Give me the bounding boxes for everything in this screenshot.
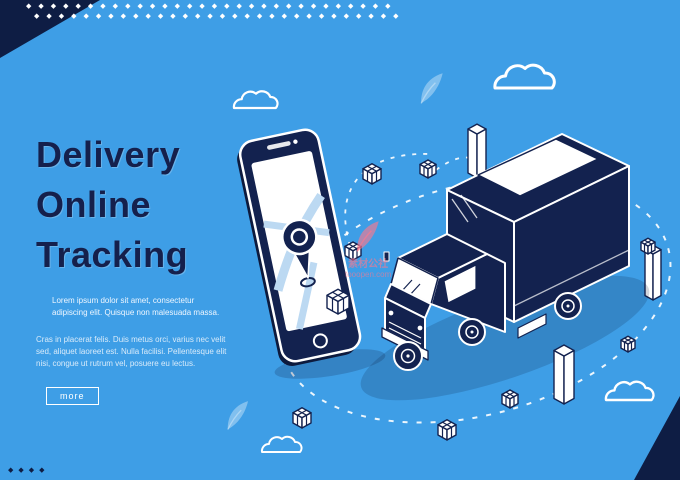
phone-camera	[293, 139, 298, 144]
more-button[interactable]: more	[46, 387, 99, 405]
hero-title-line: Tracking	[36, 234, 189, 275]
pillar-icon	[553, 344, 575, 405]
delivery-box-icon	[362, 163, 382, 185]
diamond-pattern-row-2: ◆◆◆◆◆◆◆◆◆◆◆◆◆◆◆◆◆◆◆◆◆◆◆◆◆◆◆◆◆◆	[34, 13, 406, 20]
feather-watermark-icon	[415, 72, 449, 111]
delivery-box-icon	[437, 419, 457, 441]
wheel	[554, 292, 582, 320]
pillar-icon	[467, 123, 487, 179]
watermark-brand: 素材公社	[348, 259, 389, 270]
delivery-box-icon	[419, 159, 437, 179]
wheel	[393, 341, 423, 371]
delivery-box-icon	[640, 237, 656, 255]
watermark-domain: tooopen.com	[345, 270, 392, 279]
page-title: Delivery Online Tracking	[36, 130, 188, 280]
diamond-pattern-row-1: ◆◆◆◆◆◆◆◆◆◆◆◆◆◆◆◆◆◆◆◆◆◆◆◆◆◆◆◆◆◆	[26, 3, 398, 10]
truck-illustration	[360, 133, 650, 401]
feather-watermark-icon	[222, 400, 254, 437]
delivery-box-icon	[501, 389, 519, 409]
cloud-icon	[260, 435, 303, 453]
center-watermark: 素材公社 tooopen.com	[345, 220, 391, 280]
delivery-box-icon	[292, 407, 312, 429]
phone-speaker	[267, 141, 291, 150]
hero-paragraph: Lorem ipsum dolor sit amet, consectetur …	[52, 296, 220, 317]
cloud-icon	[604, 380, 655, 402]
truck-wheels	[393, 292, 582, 371]
delivery-box-icon	[620, 335, 636, 353]
wheel	[458, 318, 486, 346]
hero-title-line: Online	[36, 184, 152, 225]
hero-title-line: Delivery	[36, 134, 181, 175]
cloud-icon	[232, 90, 279, 110]
feather-watermark-icon	[356, 221, 379, 252]
hero-paragraph: Cras in placerat felis. Duis metus orci,…	[36, 335, 227, 368]
phone-shadow	[274, 349, 386, 379]
phone-home-button	[312, 333, 328, 349]
diamond-pattern-bottom-left: ◆◆◆◆	[8, 467, 50, 474]
location-pin-icon	[281, 218, 318, 288]
cloud-icon	[493, 63, 556, 90]
delivery-box-icon	[326, 288, 350, 315]
smartphone-illustration	[237, 128, 362, 366]
